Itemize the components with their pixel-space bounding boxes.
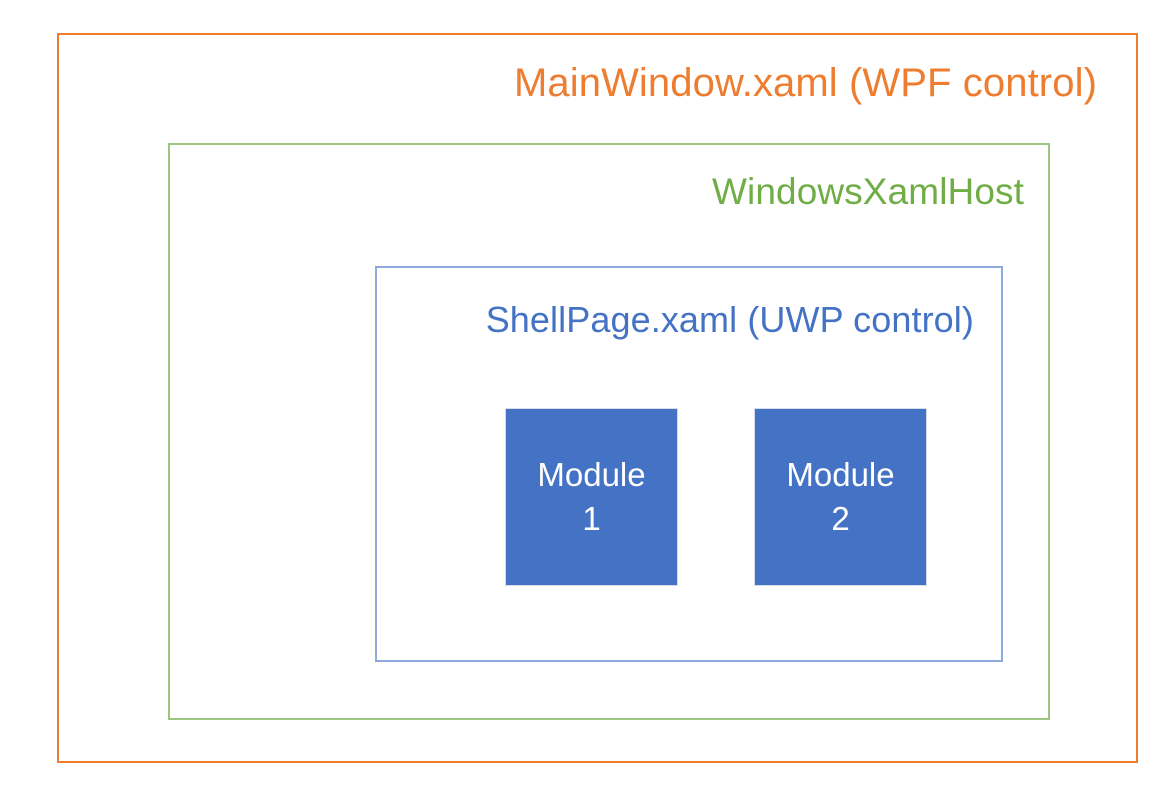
module-box-1: Module 1	[505, 408, 678, 586]
modules-row: Module 1 Module 2	[505, 408, 927, 586]
layer-shellpage-uwp: ShellPage.xaml (UWP control) Module 1 Mo…	[375, 266, 1003, 662]
layer-mainwindow-wpf: MainWindow.xaml (WPF control) WindowsXam…	[57, 33, 1138, 763]
layer-shellpage-label: ShellPage.xaml (UWP control)	[485, 299, 974, 340]
module-box-2: Module 2	[754, 408, 927, 586]
module-2-label: Module 2	[786, 456, 895, 537]
layer-mainwindow-label: MainWindow.xaml (WPF control)	[513, 61, 1097, 105]
layer-windowsxamlhost: WindowsXamlHost ShellPage.xaml (UWP cont…	[168, 143, 1050, 720]
module-1-label: Module 1	[537, 456, 646, 537]
layer-windowsxamlhost-label: WindowsXamlHost	[712, 171, 1024, 212]
